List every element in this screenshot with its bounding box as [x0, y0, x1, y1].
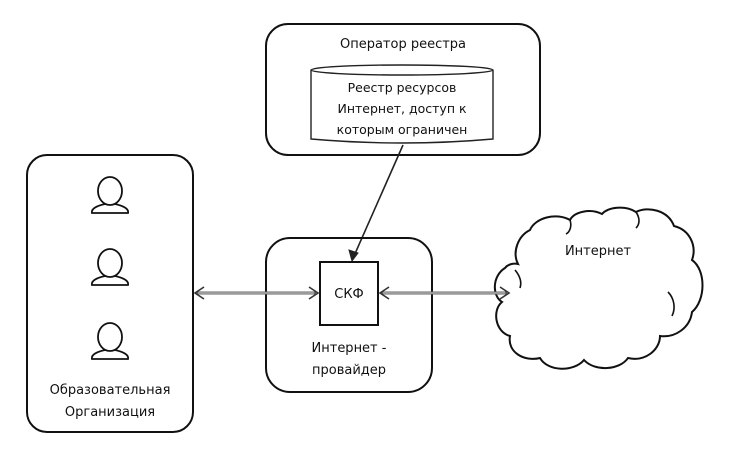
filter-box: [319, 261, 379, 326]
user-shoulders: [91, 275, 129, 286]
arrow-left-icon: [193, 286, 205, 300]
registry-line-1: Реестр ресурсов: [348, 80, 457, 95]
registry-operator-label: Оператор реестра: [340, 37, 466, 52]
user-head: [97, 322, 123, 352]
user-shoulders: [91, 203, 129, 214]
arrow-left-icon: [378, 286, 390, 300]
provider-label-line-1: Интернет -: [312, 341, 387, 356]
cloud-inner-curve: [667, 291, 675, 317]
organization-label-line-2: Организация: [65, 405, 155, 420]
arrow-right-icon: [499, 286, 511, 300]
user-icon: [91, 176, 129, 214]
cloud-inner-curve: [565, 219, 572, 235]
user-icon: [91, 322, 129, 360]
filter-label: СКФ: [334, 287, 364, 302]
registry-line-3: которым ограничен: [337, 122, 468, 137]
registry-operator-box: [265, 23, 541, 156]
provider-label-line-2: провайдер: [312, 363, 386, 378]
organization-label-line-1: Образовательная: [50, 383, 171, 398]
user-shoulders: [91, 349, 129, 360]
registry-to-filter-line: [353, 144, 404, 257]
registry-line-2: Интернет, доступ к: [337, 101, 467, 116]
user-icon: [91, 248, 129, 286]
users-group: [91, 176, 129, 360]
arrowhead-icon: [348, 249, 359, 263]
filter-internet-arrow: [378, 286, 511, 300]
provider-node: СКФ Интернет - провайдер: [265, 237, 433, 393]
registry-database: Реестр ресурсов Интернет, доступ к котор…: [310, 64, 494, 144]
arrow-right-icon: [308, 286, 320, 300]
user-head: [97, 176, 123, 206]
registry-operator-node: Оператор реестра Реестр ресурсов Интерне…: [265, 23, 541, 156]
user-head: [97, 248, 123, 278]
registry-to-filter-arrow: [348, 144, 404, 263]
organization-node: Образовательная Организация: [26, 154, 194, 433]
internet-node: Интернет: [493, 206, 704, 370]
internet-cloud: [493, 206, 704, 370]
cloud-inner-curve: [635, 211, 640, 229]
organization-filter-arrow: [193, 286, 320, 300]
cloud-inner-curve: [514, 269, 522, 289]
provider-box: [265, 237, 433, 393]
organization-box: [26, 154, 194, 433]
database-body: [310, 70, 494, 144]
internet-label: Интернет: [565, 244, 632, 259]
database-top: [310, 64, 494, 76]
